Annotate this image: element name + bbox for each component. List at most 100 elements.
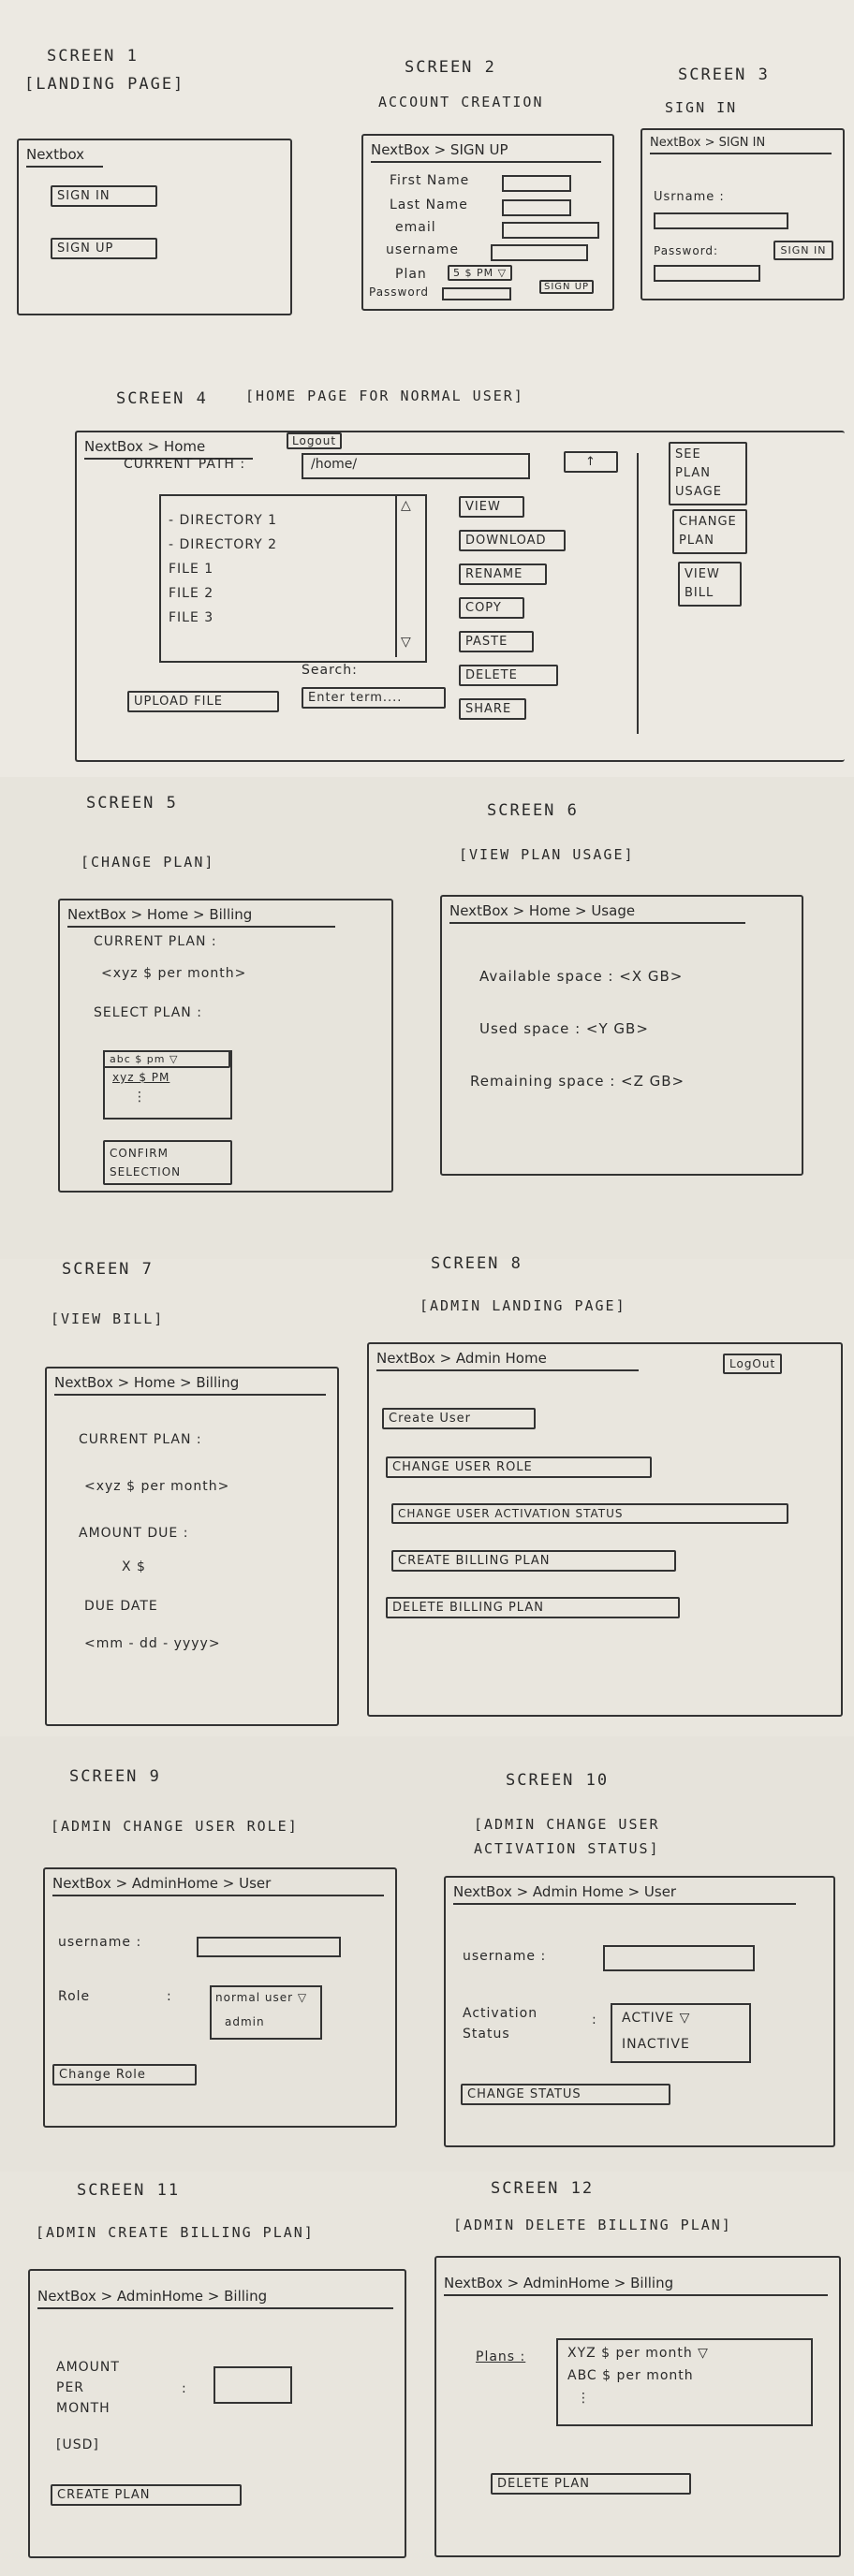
screen-11-title: SCREEN 11 <box>77 2181 181 2200</box>
password-input[interactable] <box>654 265 760 282</box>
screen-6-subtitle: [VIEW PLAN USAGE] <box>459 846 635 863</box>
role-option[interactable]: admin <box>225 2015 265 2028</box>
select-plan-label: SELECT PLAN : <box>94 1005 202 1020</box>
role-colon: : <box>167 1989 172 2004</box>
email-input[interactable] <box>502 222 599 239</box>
password-label: Password: <box>654 244 719 257</box>
delete-button[interactable]: DELETE <box>459 665 558 686</box>
copy-button[interactable]: COPY <box>459 597 524 619</box>
scroll-up-icon[interactable]: △ <box>401 498 412 513</box>
current-path-label: CURRENT PATH : <box>124 457 246 472</box>
screen-12-title: SCREEN 12 <box>491 2179 595 2198</box>
list-item[interactable]: - DIRECTORY 1 <box>169 513 278 528</box>
activation-option-selected[interactable]: ACTIVE ▽ <box>622 2011 691 2026</box>
screen-8-subtitle: [ADMIN LANDING PAGE] <box>420 1297 626 1314</box>
screen-12-subtitle: [ADMIN DELETE BILLING PLAN] <box>453 2217 732 2233</box>
username-input[interactable] <box>197 1937 341 1957</box>
screen-1-subtitle: [LANDING PAGE] <box>24 75 185 94</box>
sign-up-submit-button[interactable]: SIGN UP <box>539 280 595 294</box>
due-date-label: DUE DATE <box>84 1599 158 1614</box>
plan-select[interactable]: 5 $ PM ▽ <box>448 265 513 281</box>
photo-band-2 <box>0 777 854 1259</box>
more-options-icon: ⋮ <box>133 1090 147 1105</box>
amount-colon: : <box>182 2381 187 2396</box>
plan-option[interactable]: ABC $ per month <box>567 2368 694 2383</box>
amount-input[interactable] <box>214 2366 292 2404</box>
screen-3-header: NextBox > SIGN IN <box>650 136 832 154</box>
screen-4-frame: NextBox > Home Logout CURRENT PATH : /ho… <box>75 431 845 762</box>
create-user-button[interactable]: Create User <box>382 1408 536 1429</box>
change-status-button[interactable]: CHANGE STATUS <box>461 2084 670 2105</box>
first-name-input[interactable] <box>502 175 571 192</box>
plan-option-selected[interactable]: XYZ $ per month ▽ <box>567 2346 709 2361</box>
screen-6-header: NextBox > Home > Usage <box>449 902 745 924</box>
logout-button[interactable]: Logout <box>287 432 343 449</box>
download-button[interactable]: DOWNLOAD <box>459 530 566 551</box>
plan-option-selected[interactable]: abc $ pm ▽ <box>103 1050 230 1068</box>
confirm-selection-button[interactable]: CONFIRM SELECTION <box>103 1140 232 1185</box>
screen-7-subtitle: [VIEW BILL] <box>51 1310 165 1327</box>
scroll-down-icon[interactable]: ▽ <box>401 635 412 650</box>
change-user-activation-button[interactable]: CHANGE USER ACTIVATION STATUS <box>391 1503 788 1524</box>
plans-dropdown[interactable]: XYZ $ per month ▽ ABC $ per month ⋮ <box>556 2338 813 2426</box>
view-bill-button[interactable]: VIEW BILL <box>678 562 742 607</box>
list-item[interactable]: FILE 3 <box>169 610 214 625</box>
username-input[interactable] <box>491 244 588 261</box>
search-input[interactable]: Enter term.... <box>302 687 446 709</box>
screen-7-title: SCREEN 7 <box>62 1260 154 1279</box>
list-item[interactable]: FILE 2 <box>169 586 214 601</box>
remaining-space: Remaining space : <Z GB> <box>470 1073 685 1090</box>
password-input[interactable] <box>442 287 511 300</box>
screen-3-title: SCREEN 3 <box>678 66 770 84</box>
role-option-selected[interactable]: normal user ▽ <box>215 1991 308 2004</box>
delete-billing-plan-button[interactable]: DELETE BILLING PLAN <box>386 1597 680 1618</box>
more-options-icon: ⋮ <box>577 2391 591 2406</box>
activation-status-label: Activation Status <box>463 2006 538 2042</box>
last-name-input[interactable] <box>502 199 571 216</box>
change-plan-button[interactable]: CHANGE PLAN <box>672 509 747 554</box>
plan-label: Plan <box>395 267 427 282</box>
screen-11-frame: NextBox > AdminHome > Billing AMOUNT PER… <box>28 2269 406 2558</box>
list-item[interactable]: FILE 1 <box>169 562 214 577</box>
change-user-role-button[interactable]: CHANGE USER ROLE <box>386 1456 652 1478</box>
photo-band-4 <box>0 1736 854 2172</box>
amount-due-label: AMOUNT DUE : <box>79 1526 189 1541</box>
create-plan-button[interactable]: CREATE PLAN <box>51 2484 242 2506</box>
see-plan-usage-button[interactable]: SEE PLAN USAGE <box>669 442 747 505</box>
screen-5-header: NextBox > Home > Billing <box>67 906 335 928</box>
change-role-button[interactable]: Change Role <box>52 2064 197 2086</box>
paste-button[interactable]: PASTE <box>459 631 534 652</box>
usd-label: [USD] <box>56 2437 99 2452</box>
role-dropdown[interactable]: normal user ▽ admin <box>210 1985 322 2040</box>
file-list[interactable]: - DIRECTORY 1 - DIRECTORY 2 FILE 1 FILE … <box>159 494 427 663</box>
username-input[interactable] <box>654 212 788 229</box>
upload-file-button[interactable]: UPLOAD FILE <box>127 691 279 712</box>
screen-1-header: Nextbox <box>26 146 103 168</box>
rename-button[interactable]: RENAME <box>459 564 547 585</box>
create-billing-plan-button[interactable]: CREATE BILLING PLAN <box>391 1550 676 1572</box>
delete-plan-button[interactable]: DELETE PLAN <box>491 2473 691 2495</box>
amount-per-month-label: AMOUNT PER MONTH <box>56 2360 120 2416</box>
first-name-label: First Name <box>390 173 470 188</box>
due-date-value: <mm - dd - yyyy> <box>84 1636 221 1651</box>
screen-10-title: SCREEN 10 <box>506 1771 610 1790</box>
view-button[interactable]: VIEW <box>459 496 524 518</box>
current-plan-label: CURRENT PLAN : <box>79 1432 202 1447</box>
sign-up-button[interactable]: SIGN UP <box>51 238 157 259</box>
activation-dropdown[interactable]: ACTIVE ▽ INACTIVE <box>611 2003 751 2063</box>
plan-option[interactable]: xyz $ PM <box>112 1071 170 1084</box>
activation-option[interactable]: INACTIVE <box>622 2037 690 2052</box>
available-space: Available space : <X GB> <box>479 968 684 985</box>
sign-in-button[interactable]: SIGN IN <box>51 185 157 207</box>
logout-button[interactable]: LogOut <box>723 1354 783 1374</box>
screen-10-header: NextBox > Admin Home > User <box>453 1883 796 1905</box>
share-button[interactable]: SHARE <box>459 698 526 720</box>
username-input[interactable] <box>603 1945 755 1971</box>
list-item[interactable]: - DIRECTORY 2 <box>169 537 278 552</box>
up-directory-button[interactable]: ↑ <box>564 451 618 473</box>
screen-5-subtitle: [CHANGE PLAN] <box>81 854 215 871</box>
scrollbar[interactable] <box>395 496 397 657</box>
sign-in-submit-button[interactable]: SIGN IN <box>773 241 833 260</box>
plan-dropdown[interactable]: abc $ pm ▽ xyz $ PM ⋮ <box>103 1050 232 1120</box>
current-plan-value: <xyz $ per month> <box>84 1479 230 1494</box>
